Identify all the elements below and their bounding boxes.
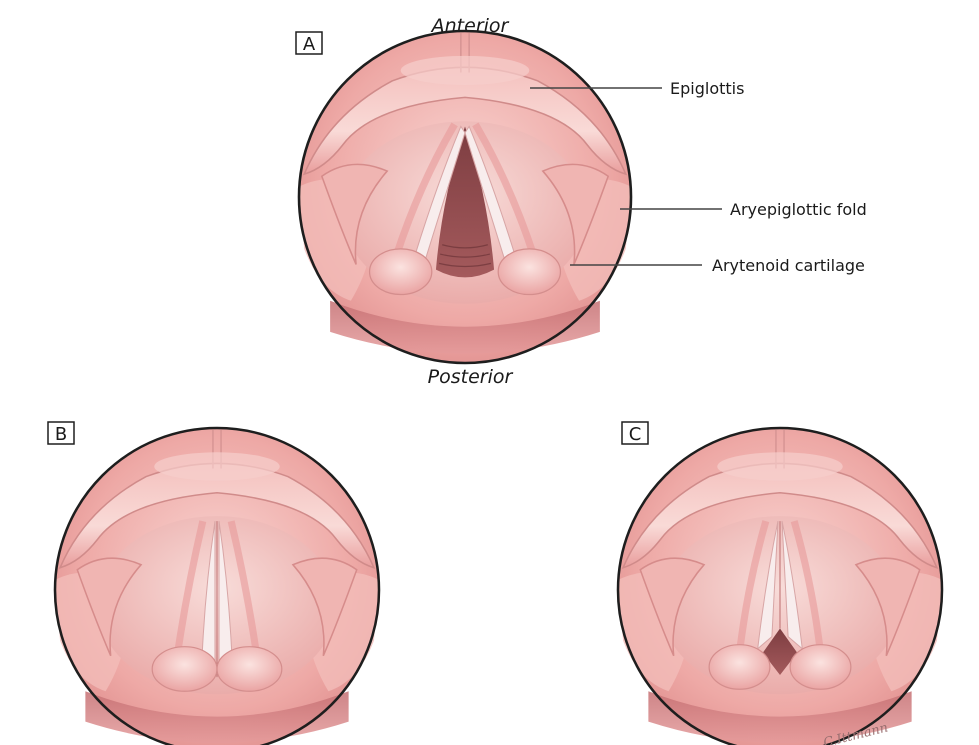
panel-c-letter: C	[629, 424, 642, 445]
larynx-view-posterior-gap	[618, 428, 942, 745]
epiglottis-label: Epiglottis	[670, 79, 744, 98]
panel-c-letter-box: C	[622, 422, 648, 445]
panel-c: C C.Ittmann	[618, 422, 942, 745]
panel-a-letter: A	[303, 34, 316, 55]
panel-a-letter-box: A	[296, 32, 322, 55]
posterior-label: Posterior	[428, 366, 514, 388]
panel-b: B	[48, 422, 379, 745]
arytenoid-cartilage-label: Arytenoid cartilage	[712, 256, 865, 275]
aryepiglottic-fold-label: Aryepiglottic fold	[730, 200, 867, 219]
panel-b-letter-box: B	[48, 422, 74, 445]
panel-a: Anterior Posterior A Epiglotti	[296, 15, 867, 388]
larynx-view-open	[299, 31, 631, 363]
panel-b-letter: B	[55, 424, 67, 445]
larynx-view-closed	[55, 428, 379, 745]
